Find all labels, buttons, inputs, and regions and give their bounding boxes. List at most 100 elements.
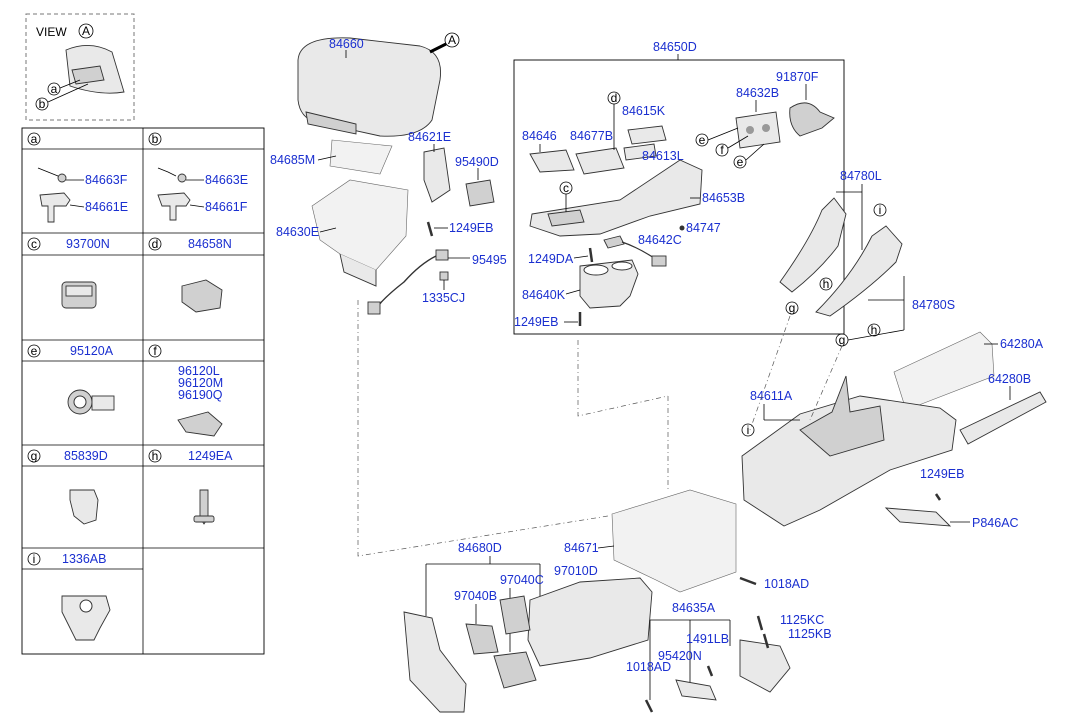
clip-shape [69,489,99,525]
side-panels: 64280A 64280B [893,331,1047,445]
part-1335CJ: 1335CJ [422,291,465,305]
view-letter: A [82,24,90,38]
part-84650D: 84650D [653,40,697,54]
legend-letter: c [31,237,37,251]
callout-g: g [789,301,796,315]
legend-cell-c: c 93700N [27,237,110,309]
callout-i: i [879,203,882,217]
legend-part: 85839D [64,449,108,463]
storage-box [311,179,409,271]
callout-c: c [563,181,569,195]
part-84635A: 84635A [672,601,716,615]
view-a-inset: VIEW A a b [25,13,135,121]
nut-clip-shape [61,595,111,641]
part-1249EB-c: 1249EB [920,467,964,481]
part-1125KB: 1125KB [788,627,832,641]
part-97040B: 97040B [454,589,497,603]
legend-part: 95120A [70,344,114,358]
view-circle [78,23,94,39]
side-trims: 84780L i h g 84780S h g [779,169,955,347]
callout-h: h [871,323,878,337]
part-1249EB-b: 1249EB [514,315,558,329]
trim-84780S [815,225,903,317]
panel-84632B [735,111,781,149]
part-1018AD-b: 1018AD [626,660,671,674]
part-84632B: 84632B [736,86,779,100]
harness-91870F [789,102,835,137]
callout-h: h [823,277,830,291]
part-84613L: 84613L [642,149,684,163]
legend-cell-a: a 84663F 84661E [27,132,128,223]
clip-shape [39,192,71,223]
callout-d: d [611,91,618,105]
view-callout-a: a [51,82,58,96]
switch-97040C [493,651,537,689]
legend-cell-h: h 1249EA [148,449,233,525]
legend-cell-d: d 84658N [148,237,232,313]
part-91870F: 91870F [776,70,819,84]
bezel-84680D [403,611,467,713]
jack-95490D [465,179,495,207]
switch-97040B [465,623,499,655]
legend-table: a 84663F 84661E b 84663E 84661F c 93700N [21,127,265,655]
legend-part: 84663E [205,173,248,187]
guide-lines [357,300,843,557]
legend-cell-f: f 96120L 96120M 96190Q [148,344,223,437]
part-84680D: 84680D [458,541,502,555]
trim-84677B [575,147,625,175]
legend-letter: i [33,552,36,566]
view-title: VIEW [36,25,67,39]
armrest-group: 84660 A 84685M 84630E 84621E 95490D 1249… [270,32,507,315]
bracket-assembly: 84635A 1491LB 95420N 1018AD 1125KC 1125K… [626,601,832,713]
legend-part: 96120L [178,364,220,378]
part-84677B: 84677B [570,129,613,143]
view-a-marker: A [448,33,456,47]
legend-letter: f [153,344,157,358]
part-84653B: 84653B [702,191,745,205]
panel-64280B [959,391,1047,445]
part-97010D: 97010D [554,564,598,578]
legend-cell-g: g 85839D [27,449,108,525]
part-84646: 84646 [522,129,557,143]
legend-part: 96190Q [178,388,223,402]
jack-shape [177,411,223,437]
callout-e: e [737,155,744,169]
legend-part: 84661E [85,200,128,214]
part-1018AD-a: 1018AD [764,577,809,591]
part-P846AC: P846AC [972,516,1019,530]
legend-cell-e: e 95120A [27,344,115,415]
part-84780L: 84780L [840,169,882,183]
part-95420N: 95420N [658,649,702,663]
legend-part: 93700N [66,237,110,251]
part-84640K: 84640K [522,288,566,302]
legend-part: 1336AB [62,552,106,566]
part-1249DA: 1249DA [528,252,574,266]
legend-cell-i: i 1336AB [27,552,111,641]
part-95495: 95495 [472,253,507,267]
legend-letter: g [31,449,38,463]
part-1249EB-a: 1249EB [449,221,493,235]
part-84685M: 84685M [270,153,315,167]
callout-g: g [839,333,846,347]
legend-cell-b: b 84663E 84661F [148,132,248,221]
clip-shape [157,192,191,221]
part-1125KC: 1125KC [780,613,824,627]
part-84642C: 84642C [638,233,682,247]
legend-letter: e [31,344,38,358]
connector-shape [181,279,223,313]
tray-97010D [527,577,653,667]
legend-part: 96120M [178,376,223,390]
part-84621E: 84621E [408,130,451,144]
bracket-84621E [423,147,451,203]
mat-84615K [627,125,667,145]
panel-64280A [893,331,995,411]
legend-part: 84663F [85,173,128,187]
legend-part: 84658N [188,237,232,251]
armrest-view-latch [71,65,105,85]
cable-95495 [371,255,437,315]
legend-letter: a [31,132,38,146]
console-84671 [611,489,737,593]
legend-letter: d [152,237,159,251]
